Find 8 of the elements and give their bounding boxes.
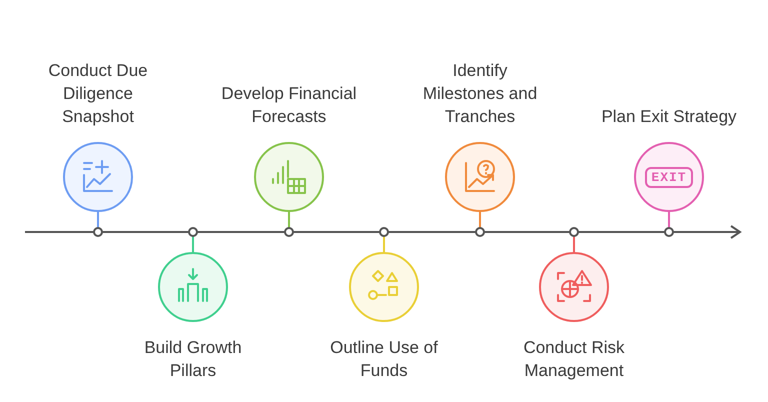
step-label: Build Growth Pillars bbox=[143, 337, 243, 382]
exit-sign: EXIT bbox=[645, 166, 693, 188]
step-label: Identify Milestones and Tranches bbox=[422, 60, 538, 128]
step-label: Outline Use of Funds bbox=[329, 337, 439, 382]
step-label: Conduct Due Diligence Snapshot bbox=[47, 60, 149, 128]
step-label: Develop Financial Forecasts bbox=[220, 83, 358, 128]
step-label: Conduct Risk Management bbox=[522, 337, 626, 382]
step-label: Plan Exit Strategy bbox=[600, 106, 738, 128]
